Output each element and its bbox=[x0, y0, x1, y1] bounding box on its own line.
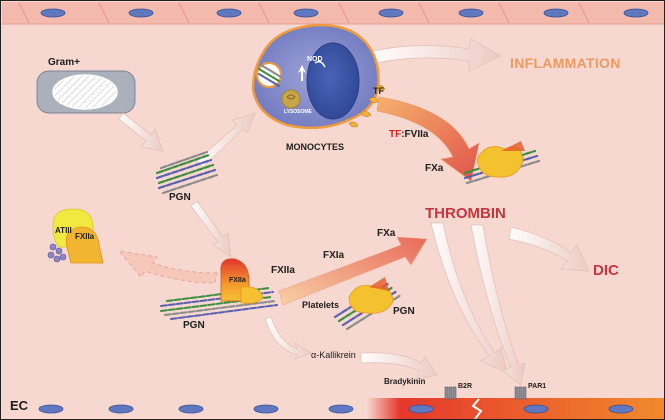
internalized-pgn-icon bbox=[258, 64, 282, 87]
fxiia-bound-icon bbox=[65, 226, 104, 264]
fxa-protein-icon bbox=[476, 146, 524, 178]
arrow-kallikrein-to-bradykinin bbox=[360, 352, 438, 380]
endothelial-damage-icon bbox=[471, 398, 483, 419]
tf-label: TF bbox=[373, 86, 384, 96]
thrombin-label: THROMBIN bbox=[425, 205, 506, 222]
dic-label: DIC bbox=[593, 262, 619, 279]
ec-label: EC bbox=[10, 398, 29, 413]
arrow-fxiia-to-fxa bbox=[278, 236, 428, 306]
atiii-fxiia-complex bbox=[47, 208, 104, 264]
nucleus-icon bbox=[306, 42, 360, 120]
top-cell-junctions bbox=[18, 2, 590, 24]
pgn-top-label: PGN bbox=[169, 192, 191, 203]
gram-positive-label: Gram+ bbox=[48, 57, 80, 68]
pgn-bundle-center-icon bbox=[155, 150, 219, 195]
gram-positive-bacterium-icon bbox=[36, 70, 136, 114]
fxiia-arrow-label: FXIIa bbox=[271, 265, 295, 276]
heparin-icon bbox=[47, 243, 67, 263]
nod-arrow-icon bbox=[314, 60, 326, 68]
bradykinin-label: Bradykinin bbox=[384, 377, 426, 386]
pgn-right-label: PGN bbox=[393, 306, 415, 317]
fxiia-left-label: FXIIa bbox=[75, 232, 95, 241]
fxia-label: FXIa bbox=[323, 250, 345, 261]
arrow-pgn-to-monocyte bbox=[196, 112, 256, 168]
arrow-gram-to-pgn bbox=[118, 112, 164, 152]
lysosome-label: LYSOSOME bbox=[284, 109, 312, 115]
arrow-monocyte-to-inflammation bbox=[372, 38, 502, 72]
platelets-pgn-complex bbox=[333, 277, 403, 331]
arrow-pgn-to-kallikrein bbox=[264, 316, 312, 360]
nod-label: NOD bbox=[307, 56, 323, 63]
up-arrow-icon bbox=[298, 65, 306, 81]
platelet-icon bbox=[348, 284, 394, 314]
b2r-receptor-icon bbox=[444, 386, 457, 400]
tf-fviia-label: TF:FVIIa bbox=[389, 129, 429, 140]
arrow-fxiia-inhibition-dashed bbox=[117, 250, 218, 284]
monocytes-label: MONOCYTES bbox=[286, 142, 345, 152]
pgn-bottom-label: PGN bbox=[183, 320, 205, 331]
atiii-label: ATIII bbox=[55, 226, 72, 235]
par1-label: PAR1 bbox=[528, 383, 547, 390]
inflammation-label: INFLAMMATION bbox=[510, 55, 621, 71]
par1-receptor-icon bbox=[514, 386, 527, 400]
platelets-label: Platelets bbox=[302, 300, 340, 310]
fxa-pgn-complex-top bbox=[463, 141, 541, 185]
top-endothelium bbox=[2, 2, 664, 24]
alpha-kallikrein-label: α-Kallikrein bbox=[311, 350, 356, 360]
fxa-top-label: FXa bbox=[425, 163, 444, 174]
fxa-mid-label: FXa bbox=[377, 228, 396, 239]
monocyte-cell bbox=[251, 23, 386, 130]
arrow-pgn-to-fxii bbox=[190, 200, 232, 258]
arrow-thrombin-to-dic bbox=[508, 226, 590, 272]
bottom-endothelial-nuclei bbox=[38, 404, 634, 414]
fxiia-center-label: FXIIa bbox=[229, 277, 246, 284]
b2r-label: B2R bbox=[458, 383, 473, 390]
arrow-thrombin-to-par1 bbox=[470, 224, 526, 386]
pathway-arrows-light bbox=[118, 38, 590, 386]
top-endothelial-nuclei bbox=[40, 8, 649, 18]
fxiia-pgn-complex-center bbox=[160, 258, 278, 320]
